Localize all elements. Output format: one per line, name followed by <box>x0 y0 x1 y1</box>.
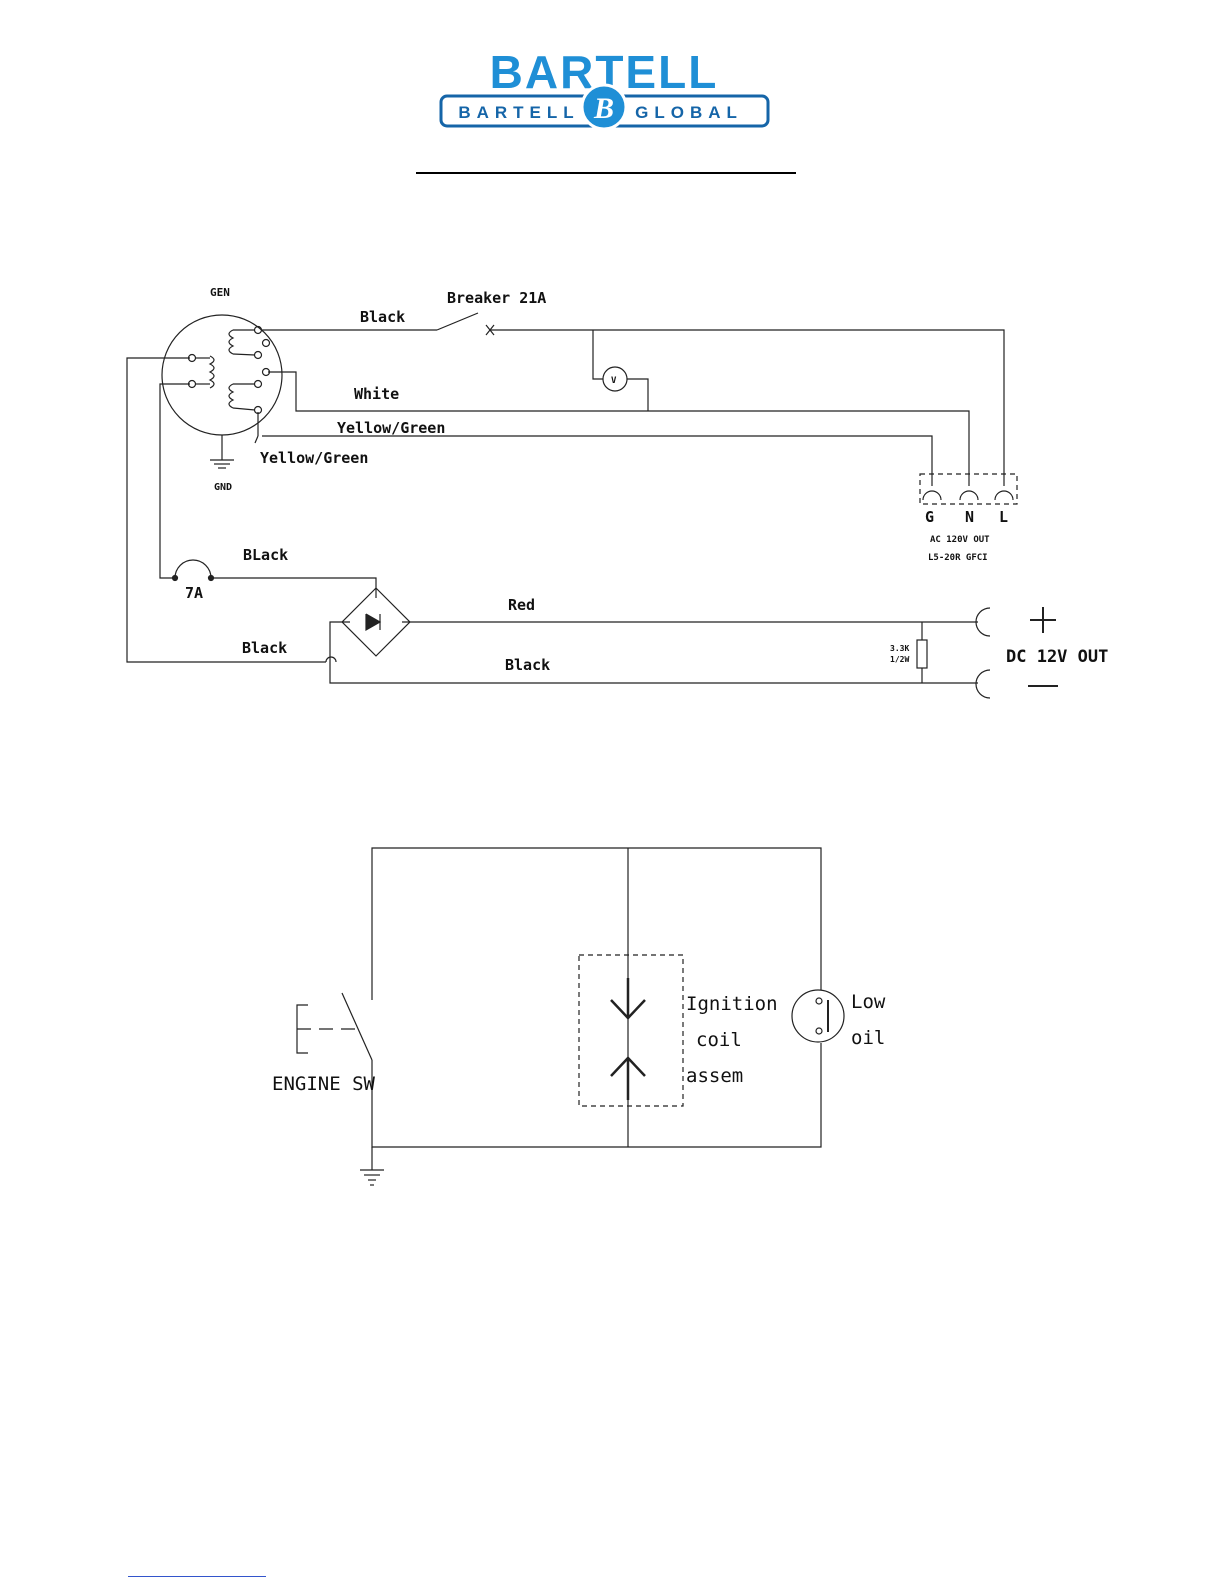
winding-lower-icon <box>229 384 233 408</box>
label-low-oil-2: oil <box>851 1027 885 1049</box>
label-fuse: 7A <box>185 584 203 602</box>
label-low-oil-1: Low <box>851 991 886 1013</box>
label-wire-black-fuse: BLack <box>243 546 288 564</box>
footer-link-underline[interactable] <box>128 1576 266 1577</box>
label-voltmeter: V <box>611 376 617 386</box>
label-receptacle-l: L <box>999 508 1008 526</box>
label-coil-2: coil <box>696 1029 742 1051</box>
ignition-frame-top <box>372 848 821 1000</box>
label-coil-3: assem <box>686 1065 743 1087</box>
label-ac-type: L5-20R GFCI <box>928 553 988 563</box>
label-coil-1: Ignition <box>686 993 778 1015</box>
label-ac-out: AC 120V OUT <box>930 535 990 545</box>
label-wire-white: White <box>354 385 399 403</box>
receptacle-n-icon <box>960 491 978 500</box>
receptacle-g-icon <box>923 491 941 500</box>
label-wire-black-bottom: Black <box>505 656 550 674</box>
label-resistor-rating: 1/2W <box>890 655 909 664</box>
fuse-icon <box>175 560 211 578</box>
label-gen: GEN <box>210 286 230 299</box>
winding-upper-icon <box>229 330 233 354</box>
label-engine-switch: ENGINE SW <box>272 1073 376 1095</box>
dc-plus-terminal-icon <box>976 608 990 636</box>
ignition-coil-box <box>579 955 683 1106</box>
engine-switch-icon <box>342 993 372 1060</box>
label-receptacle-n: N <box>965 508 974 526</box>
label-dc-out: DC 12V OUT <box>1006 647 1108 667</box>
ignition-coil-down-arrow-icon <box>611 978 645 1018</box>
resistor-icon <box>917 640 927 668</box>
label-receptacle-g: G <box>925 508 934 526</box>
ignition-diagram <box>297 848 844 1185</box>
dc-minus-terminal-icon <box>976 670 990 698</box>
label-wire-red: Red <box>508 596 535 614</box>
label-ground: GND <box>214 482 232 493</box>
label-wire-yg-top: Yellow/Green <box>337 419 445 437</box>
label-wire-yg-lower: Yellow/Green <box>260 449 368 467</box>
ignition-ground-icon <box>360 1170 384 1185</box>
label-breaker: Breaker 21A <box>447 289 546 307</box>
ignition-frame-bottom <box>372 1043 821 1147</box>
ignition-coil-up-arrow-icon <box>611 1058 645 1100</box>
ground-icon <box>210 460 234 468</box>
winding-left-icon <box>210 356 214 388</box>
label-wire-black-top: Black <box>360 308 405 326</box>
breaker-switch <box>437 313 478 330</box>
receptacle-l-icon <box>995 491 1013 500</box>
label-resistor-value: 3.3K <box>890 644 909 653</box>
label-wire-black-left: Black <box>242 639 287 657</box>
